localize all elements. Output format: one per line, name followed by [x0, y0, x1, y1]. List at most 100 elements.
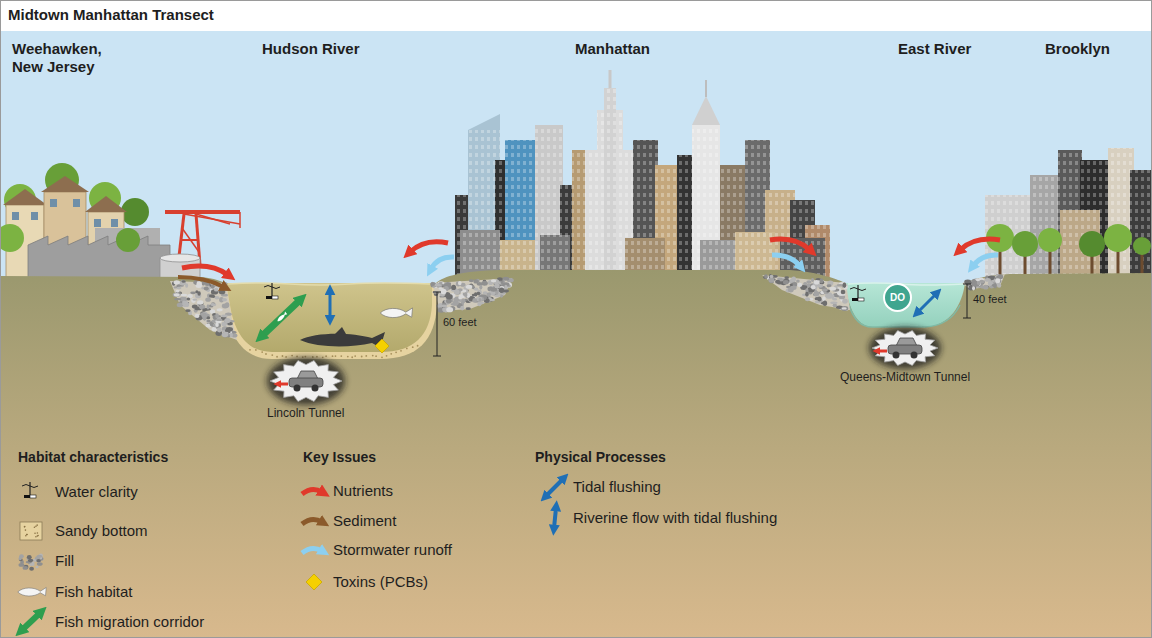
- depth-tick: [433, 356, 441, 357]
- rock: [822, 288, 828, 291]
- rock: [175, 294, 181, 297]
- legend-text: Stormwater runoff: [333, 541, 452, 558]
- tower-roof: [468, 114, 500, 130]
- skyscraper-windows: [604, 88, 616, 280]
- rock: [481, 281, 487, 286]
- legend-text: Nutrients: [333, 482, 393, 499]
- house-window: [94, 219, 101, 227]
- tunnel-shadow: [267, 357, 345, 405]
- rock: [474, 288, 478, 291]
- rock: [490, 288, 497, 292]
- rock: [197, 300, 203, 305]
- sand-grain: [340, 355, 342, 357]
- tree: [1133, 237, 1151, 255]
- rock: [831, 294, 834, 300]
- sand-grain: [351, 356, 353, 358]
- nutrient-arrow: [960, 239, 1000, 250]
- legend-text: Tidal flushing: [573, 478, 661, 495]
- rock: [222, 332, 229, 337]
- crane-beam: [165, 210, 240, 214]
- rock: [216, 318, 223, 321]
- house-roof: [85, 196, 127, 212]
- stormwater-arrow: [772, 255, 800, 266]
- rock: [843, 282, 847, 287]
- secchi-disk: [24, 495, 30, 498]
- rock: [430, 282, 435, 286]
- rock: [215, 313, 219, 318]
- rock: [479, 285, 482, 290]
- skyscraper: [604, 88, 616, 280]
- rock: [977, 281, 981, 285]
- car-body: [289, 378, 323, 387]
- rock: [811, 278, 814, 282]
- rock: [187, 297, 191, 300]
- legend-entry: Sandy bottom: [55, 522, 148, 540]
- migration-icon: [22, 613, 40, 630]
- rock: [215, 296, 220, 299]
- rock: [499, 287, 505, 293]
- rock: [822, 288, 827, 293]
- tree: [1104, 224, 1132, 252]
- rock: [476, 292, 480, 295]
- tunnel-label: Lincoln Tunnel: [267, 406, 344, 420]
- place-label: Hudson River: [262, 40, 360, 58]
- fill-icon-rock: [31, 562, 34, 567]
- rock: [994, 283, 997, 288]
- sand-grain: [26, 534, 28, 536]
- tree: [0, 224, 24, 252]
- legend-icons: [18, 479, 563, 630]
- exhaust-arrow: [279, 383, 288, 386]
- legend-entry: Toxins (PCBs): [333, 573, 428, 591]
- car-body: [888, 345, 922, 354]
- tree: [1012, 231, 1038, 257]
- riverine-icon: [554, 508, 556, 528]
- rock: [827, 284, 832, 287]
- rock: [217, 308, 223, 311]
- tree: [1079, 231, 1105, 257]
- river-water: [226, 283, 432, 352]
- title-bar: [0, 0, 1152, 31]
- sandy-bottom: [226, 283, 437, 359]
- tunnel-burst: [872, 331, 938, 366]
- sand-grain: [332, 355, 334, 357]
- rock: [215, 322, 218, 327]
- sand-grain: [296, 356, 298, 358]
- rock: [207, 320, 211, 322]
- sky: [0, 31, 1152, 291]
- depth-marker: [433, 292, 441, 356]
- house-window: [73, 199, 80, 207]
- crane-beam: [184, 214, 240, 224]
- sand-grain: [322, 356, 324, 358]
- sand-grain: [276, 356, 278, 358]
- riverine-flow-arrow: [329, 292, 332, 318]
- sandy-bottom-icon: [20, 522, 42, 540]
- sand-grain: [361, 356, 363, 358]
- secchi-disk: [30, 495, 36, 498]
- place-label: Brooklyn: [1045, 40, 1110, 58]
- rock: [222, 298, 227, 301]
- legend-text: Fill: [55, 552, 74, 569]
- fill-area: [170, 281, 237, 340]
- stormwater-icon: [302, 548, 322, 553]
- depth-marker: [963, 284, 971, 318]
- rock: [206, 304, 209, 309]
- legend-entry: Tidal flushing: [573, 478, 661, 496]
- sediment-icon: [302, 519, 322, 524]
- building: [1130, 170, 1152, 285]
- legend-text: Sandy bottom: [55, 522, 148, 539]
- house-window: [111, 219, 118, 227]
- rock: [842, 299, 848, 304]
- depth-tick: [433, 292, 441, 293]
- rock: [469, 279, 474, 282]
- sand-grain: [354, 355, 356, 357]
- place-label: Weehawken, New Jersey: [12, 40, 117, 76]
- sand-grain: [261, 351, 263, 353]
- sand-grain: [37, 535, 39, 537]
- nutrient-arrow: [410, 242, 448, 252]
- sand-grain: [26, 534, 28, 536]
- sand-grain: [417, 345, 419, 347]
- place-label: Manhattan: [575, 40, 650, 58]
- rock: [805, 297, 810, 301]
- badge-text: DO: [890, 293, 905, 303]
